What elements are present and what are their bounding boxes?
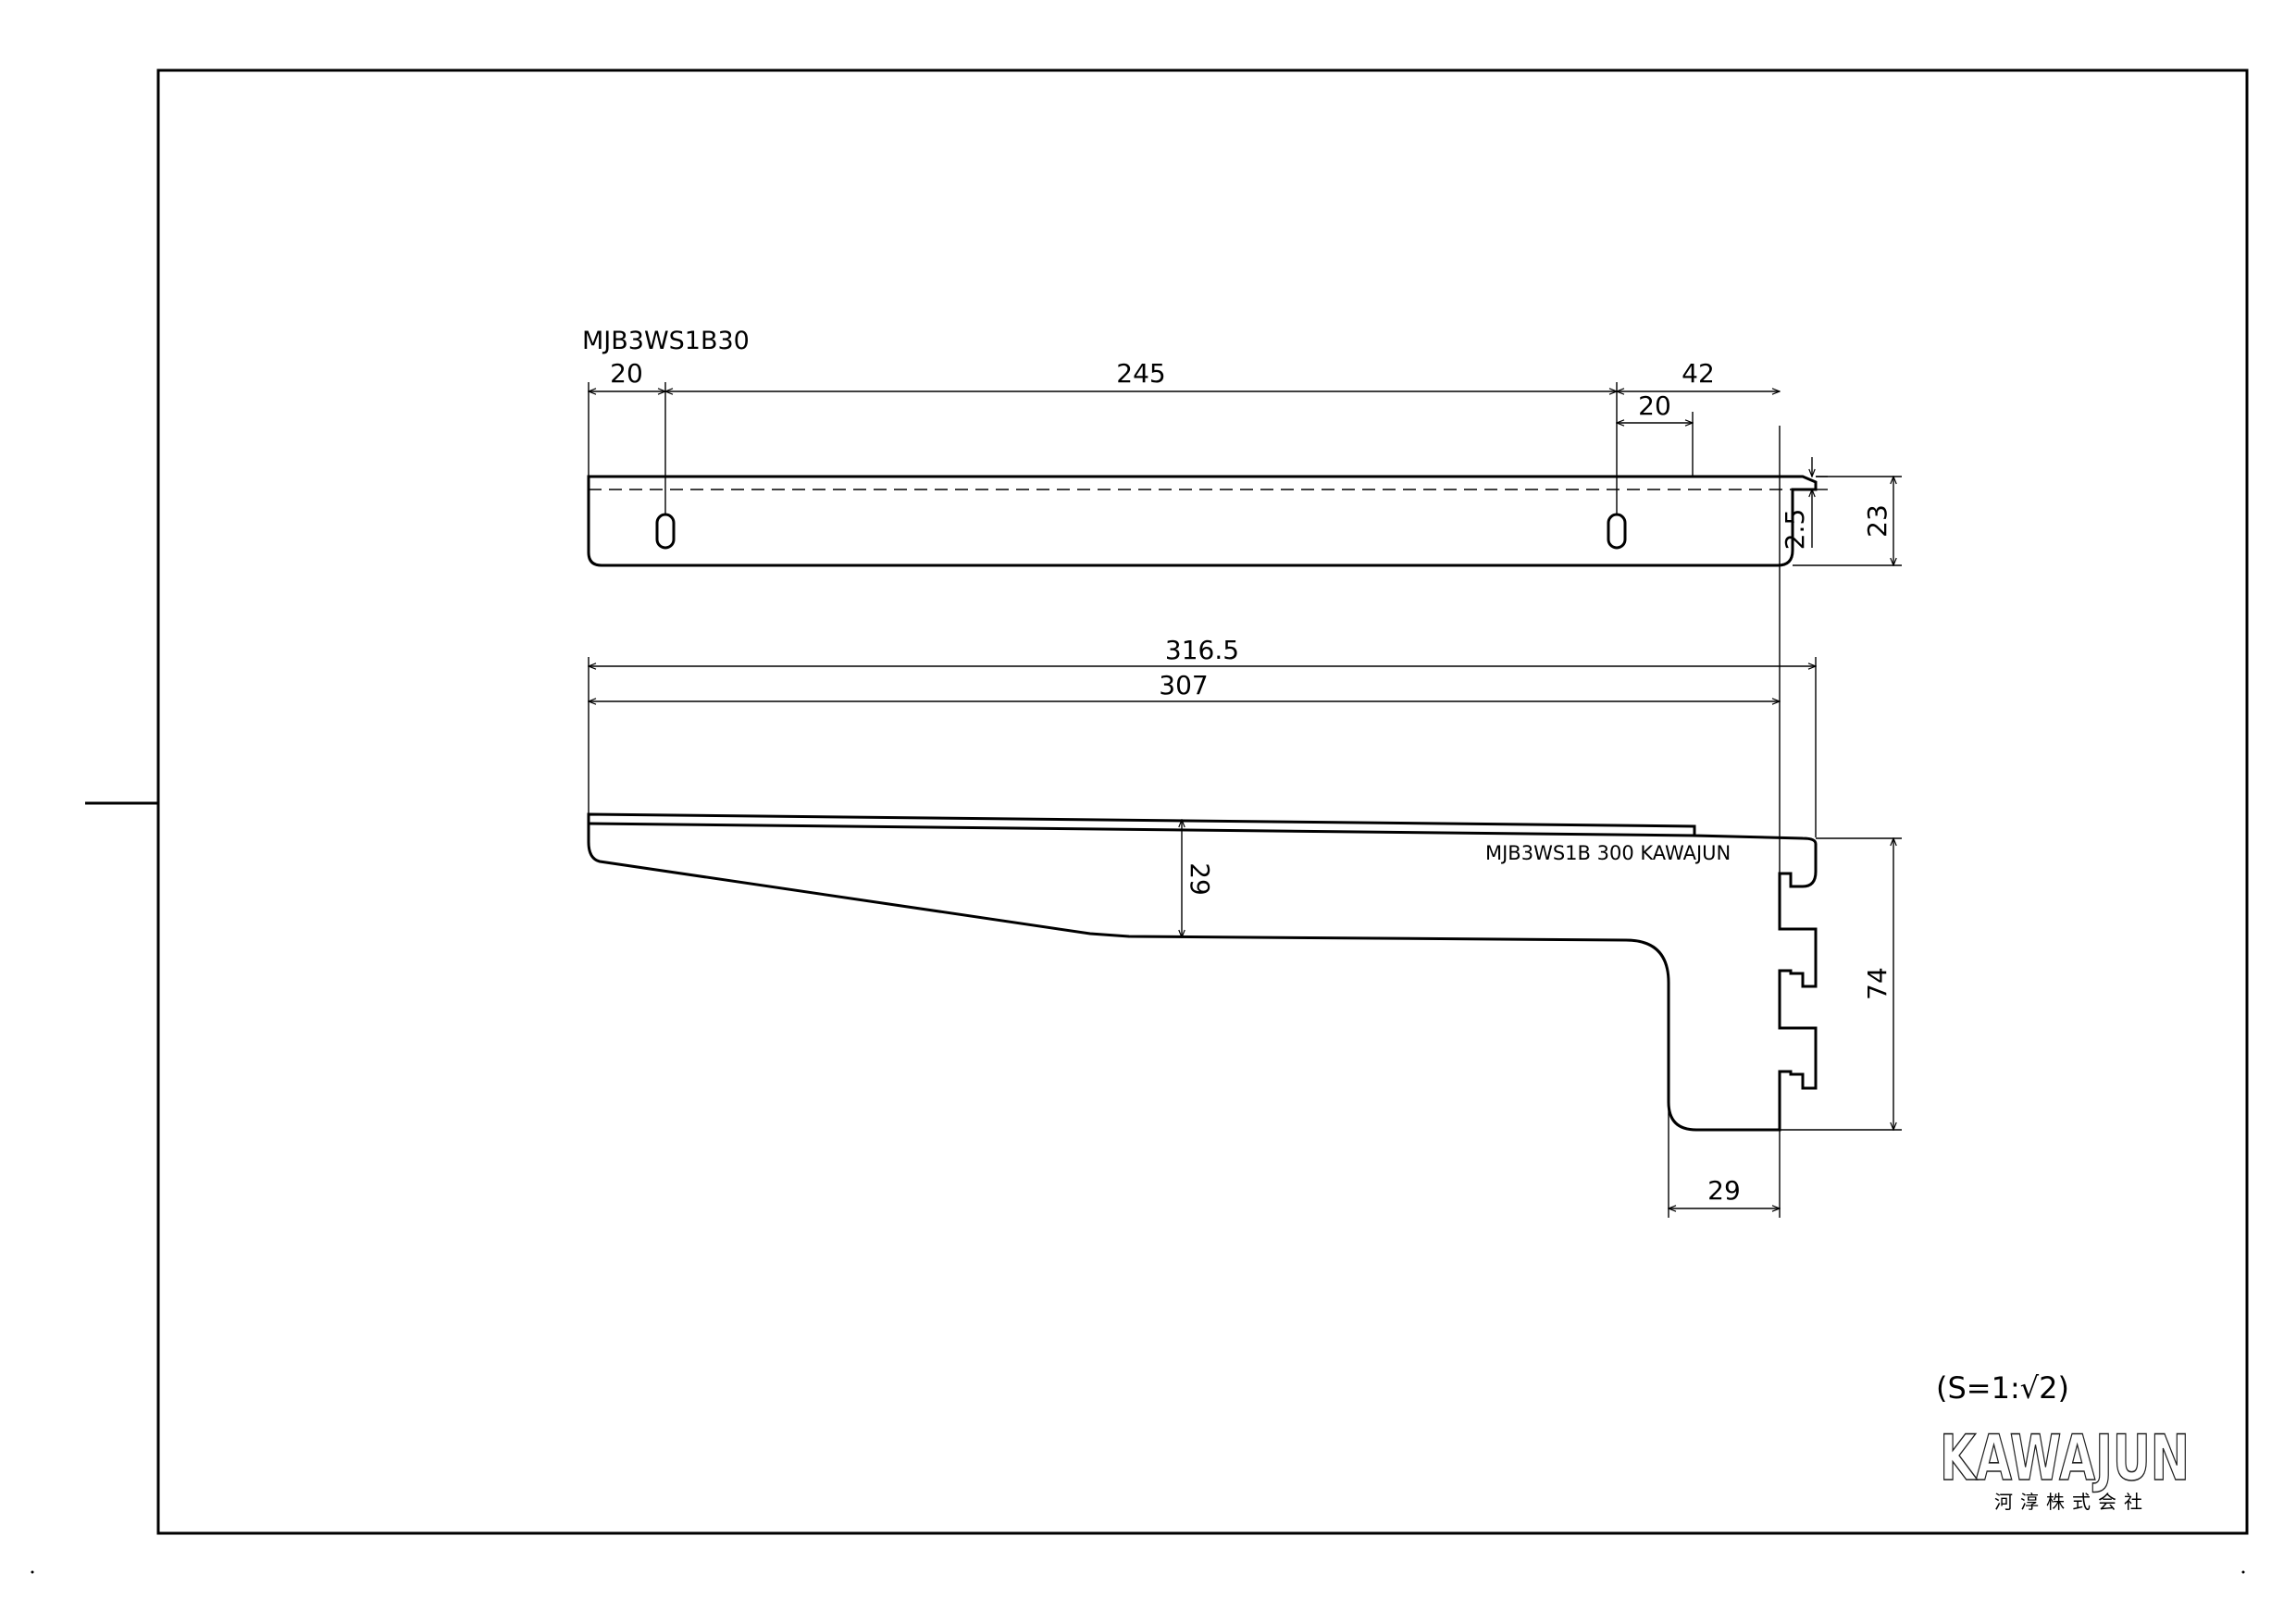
dim-right-overall: 42 [1682,358,1715,389]
mounting-slot-left [655,513,676,550]
corner-dot-left [31,1570,34,1574]
dim-overall-length: 316.5 [1165,635,1239,665]
dim-right-offset: 20 [1638,390,1671,421]
company-name: 河淳株式会社 [1994,1491,2150,1513]
dim-height: 23 [1862,504,1893,538]
dim-thickness: 2.5 [1780,509,1810,551]
dim-hole-pitch: 245 [1116,358,1165,389]
bracket-outline [587,812,1818,1132]
scale-label: (S=1:√2) [1936,1370,2069,1406]
dim-hook-height: 74 [1862,967,1893,1000]
top-view-dimensions: 20 245 42 20 2.5 23 [589,358,1902,565]
dim-arm-length: 307 [1159,670,1208,700]
dim-hook-width: 29 [1707,1175,1741,1206]
drawing-border [156,68,2249,1535]
dim-left-offset: 20 [610,358,643,389]
mounting-slot-right [1607,513,1627,550]
side-view: MJB3WS1B 300 KAWAJUN [587,812,1818,1132]
part-number: MJB3WS1B30 [582,327,750,355]
company-logo: KAWAJUN [1940,1422,2190,1495]
top-view [587,426,1818,899]
dim-arm-depth: 29 [1185,862,1215,896]
side-view-dimensions: 316.5 307 29 74 29 [589,635,1902,1218]
corner-dot-right [2241,1570,2245,1574]
shelf-edge-line [588,822,1695,837]
engraving-text: MJB3WS1B 300 KAWAJUN [1485,842,1731,864]
